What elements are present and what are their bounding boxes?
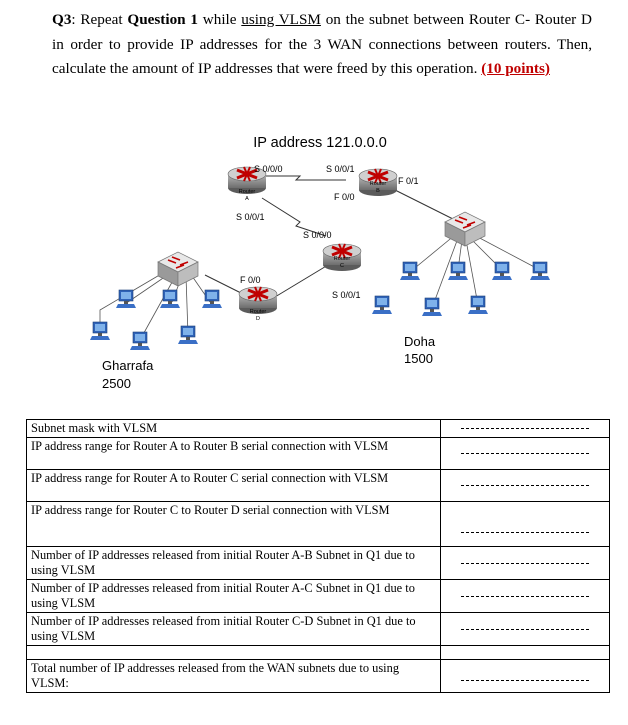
switch-right: [444, 211, 486, 247]
router-d-label: Router: [250, 309, 267, 315]
site-right-hosts: 1500: [404, 351, 433, 366]
pc-icon: [159, 289, 181, 309]
table-row: IP address range for Router C to Router …: [26, 501, 610, 547]
pc-icon: [491, 261, 513, 281]
pc-icon: [371, 295, 393, 315]
router-a-label: Router: [239, 189, 256, 195]
pc-icon: [129, 331, 151, 351]
interface-b-f00: F 0/0: [334, 192, 355, 202]
diagram-title: IP address 121.0.0.0: [253, 135, 387, 151]
row-label: IP address range for Router A to Router …: [26, 469, 441, 502]
pc-icon: [399, 261, 421, 281]
pc-icon: [89, 321, 111, 341]
row-label: IP address range for Router C to Router …: [26, 501, 441, 547]
question-text-1: : Repeat: [71, 11, 128, 28]
question-points: (10 points): [481, 60, 550, 77]
answer-blank[interactable]: [440, 419, 610, 438]
answer-blank[interactable]: [440, 469, 610, 502]
router-c: Router C: [321, 242, 363, 273]
table-row: [26, 645, 610, 660]
answer-blank[interactable]: [440, 546, 610, 580]
site-right-name: Doha: [404, 334, 436, 349]
interface-a-s000: S 0/0/0: [254, 164, 283, 174]
pc-icon: [115, 289, 137, 309]
row-label: Total number of IP addresses released fr…: [26, 659, 441, 693]
router-a: Router A: [226, 165, 268, 202]
serial-link-a-b: [262, 175, 346, 181]
row-label: Subnet mask with VLSM: [26, 419, 441, 438]
answer-blank[interactable]: [440, 501, 610, 547]
router-c-id: C: [340, 263, 344, 269]
pc-icon: [447, 261, 469, 281]
row-label: Number of IP addresses released from ini…: [26, 579, 441, 613]
answer-blank[interactable]: [440, 437, 610, 470]
answer-blank[interactable]: [440, 659, 610, 693]
table-row: Total number of IP addresses released fr…: [26, 659, 610, 693]
site-left-hosts: 2500: [102, 376, 131, 391]
row-label: Number of IP addresses released from ini…: [26, 612, 441, 646]
interface-c-s001: S 0/0/1: [332, 290, 361, 300]
link-c-d: [269, 264, 329, 301]
table-row: Subnet mask with VLSM: [26, 419, 610, 438]
serial-link-a-c: [261, 197, 327, 237]
router-c-label: Router: [334, 256, 351, 262]
router-d-id: D: [256, 316, 260, 322]
link-b-switch: [394, 189, 456, 221]
pc-icon: [201, 289, 223, 309]
row-label: IP address range for Router A to Router …: [26, 437, 441, 470]
question-reference: Question 1: [127, 11, 198, 28]
question-number: Q3: [52, 11, 72, 28]
table-row: Number of IP addresses released from ini…: [26, 612, 610, 646]
pc-icon: [529, 261, 551, 281]
question-text-3: on the subnet between Router C- Router D…: [52, 11, 592, 77]
site-left-name: Gharrafa: [102, 358, 154, 373]
interface-b-s001: S 0/0/1: [326, 164, 355, 174]
table-row: Number of IP addresses released from ini…: [26, 579, 610, 613]
question-text-2: while: [197, 11, 242, 28]
link-d-switch: [204, 274, 246, 296]
interface-c-s000: S 0/0/0: [303, 230, 332, 240]
pc-icon: [421, 297, 443, 317]
interface-a-s001: S 0/0/1: [236, 212, 265, 222]
network-diagram: IP address 121.0.0.0 Router A Router B R…: [89, 135, 551, 391]
interface-d-f00: F 0/0: [240, 275, 261, 285]
row-label: Number of IP addresses released from ini…: [26, 546, 441, 580]
pc-icon: [467, 295, 489, 315]
interface-b-f01: F 0/1: [398, 176, 419, 186]
router-a-id: A: [245, 196, 249, 202]
router-b-id: B: [376, 188, 380, 194]
pc-icon: [177, 325, 199, 345]
router-b-label: Router: [370, 181, 387, 187]
answer-blank[interactable]: [440, 579, 610, 613]
router-d: Router D: [237, 285, 279, 322]
table-row: IP address range for Router A to Router …: [26, 469, 610, 502]
answer-table: Subnet mask with VLSM IP address range f…: [26, 419, 610, 693]
table-row: IP address range for Router A to Router …: [26, 437, 610, 470]
answer-blank[interactable]: [440, 612, 610, 646]
table-row: Number of IP addresses released from ini…: [26, 546, 610, 580]
switch-left: [157, 251, 199, 287]
router-b: Router B: [357, 167, 399, 198]
question-vlsm-underlined: using VLSM: [241, 11, 321, 28]
question-text: Q3: Repeat Question 1 while using VLSM o…: [52, 8, 592, 82]
